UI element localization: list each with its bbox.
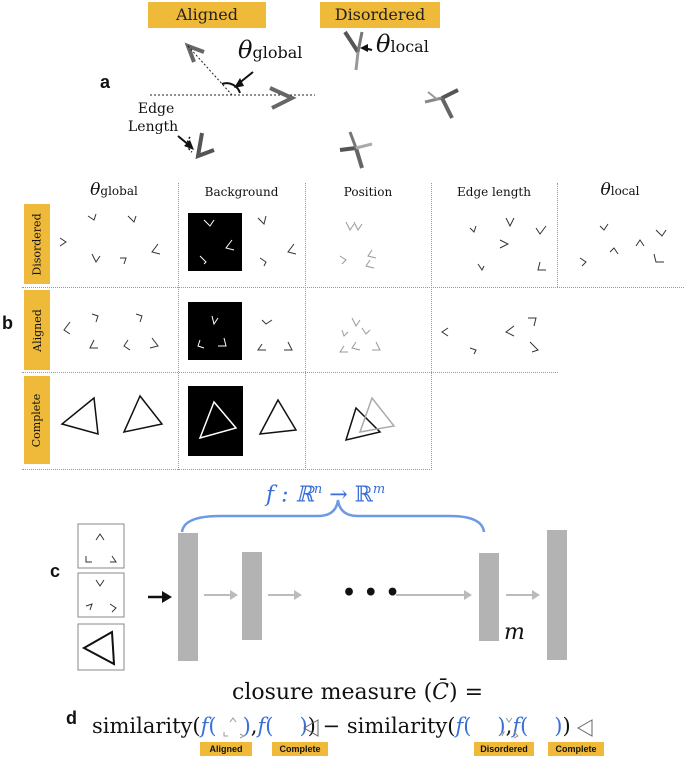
theta-global-label: θglobal <box>238 36 302 64</box>
col-header-theta-local: θlocal <box>557 180 683 200</box>
panel-b-stimuli <box>59 213 667 456</box>
grid-line <box>178 183 179 470</box>
row-label-aligned: Aligned <box>24 290 50 370</box>
f-aligned: f <box>200 714 209 738</box>
paren-disordered: () <box>463 714 506 738</box>
closure-measure-equals: ) = <box>449 680 484 705</box>
panel-c-letter: c <box>50 561 61 581</box>
comma-2: , <box>505 714 513 738</box>
edge-length-line2: Length <box>128 119 179 135</box>
mapping-m: m <box>372 482 386 497</box>
paren-complete-2: () <box>520 714 563 738</box>
ellipsis: • • • <box>342 580 400 606</box>
col-header-theta-global-sub: global <box>100 184 138 198</box>
output-dim-label: m <box>504 620 525 645</box>
tag-complete-2: Complete <box>548 742 604 756</box>
theta-local-subscript: local <box>390 37 429 56</box>
tag-disordered: Disordered <box>474 742 534 756</box>
row-label-disordered: Disordered <box>24 204 50 284</box>
aligned-tag: Aligned <box>148 2 266 28</box>
comma-1: , <box>250 714 258 738</box>
col-header-theta-global-symbol: θ <box>90 180 101 200</box>
f-complete-1: f <box>257 714 266 738</box>
minus: − <box>315 714 347 738</box>
col-header-edge-length: Edge length <box>457 185 531 199</box>
similarity-formula: similarity(f(),f()) − similarity(f(),f()… <box>92 714 571 738</box>
theta-global-symbol: θ <box>238 36 253 64</box>
grid-line <box>22 469 432 470</box>
tag-aligned: Aligned <box>200 742 252 756</box>
panel-a-illustration <box>150 30 459 169</box>
grid-line <box>22 372 558 373</box>
edge-length-line1: Edge <box>137 101 175 117</box>
mapping-f: f : ℝ <box>266 482 314 508</box>
disordered-tag: Disordered <box>320 2 440 28</box>
grid-line <box>22 287 684 288</box>
similarity-text-2: similarity( <box>346 714 456 738</box>
paren-aligned: () <box>208 714 251 738</box>
panel-a-letter: a <box>100 72 111 92</box>
mapping-n: n <box>313 482 323 497</box>
similarity-text-1: similarity( <box>92 714 201 738</box>
panel-c-network <box>77 499 567 671</box>
theta-local-symbol: θ <box>376 30 391 58</box>
panel-b-letter: b <box>2 313 13 333</box>
col-header-theta-local-sub: local <box>610 184 640 198</box>
f-complete-2: f <box>512 714 521 738</box>
col-header-theta-local-symbol: θ <box>600 180 611 200</box>
col-header-background: Background <box>204 185 279 199</box>
theta-local-label: θlocal <box>376 30 429 58</box>
closure-measure-symbol: C̄ <box>432 680 450 705</box>
close-2: ) <box>562 714 571 738</box>
row-label-complete: Complete <box>24 376 50 464</box>
grid-line <box>431 183 432 470</box>
grid-line <box>557 183 558 287</box>
grid-line <box>305 183 306 470</box>
col-header-position: Position <box>343 185 393 199</box>
paren-complete-1: () <box>265 714 308 738</box>
theta-global-subscript: global <box>252 43 303 62</box>
edge-length-label: Edge Length <box>128 100 178 136</box>
close-1: ) <box>307 714 316 738</box>
tag-complete-1: Complete <box>272 742 328 756</box>
closure-measure-line: closure measure (C̄) = <box>232 680 483 705</box>
col-header-theta-global: θglobal <box>50 180 178 200</box>
closure-measure-text: closure measure ( <box>232 680 433 705</box>
panel-d-letter: d <box>66 708 77 728</box>
f-disordered: f <box>455 714 464 738</box>
